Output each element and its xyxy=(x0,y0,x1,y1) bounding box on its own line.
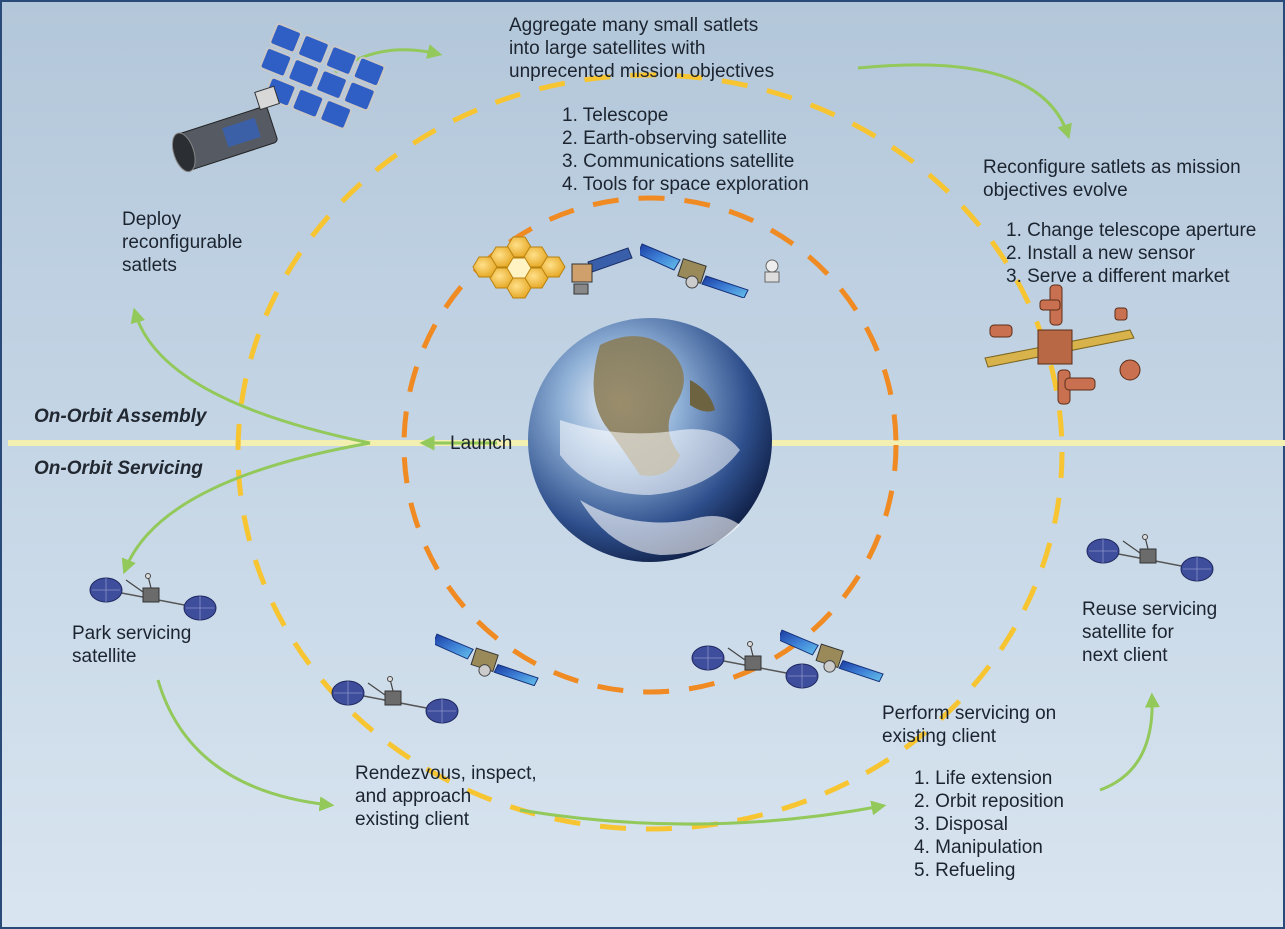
list-item: 1. Life extension xyxy=(914,768,1053,789)
reuse-step-text: Reuse servicing satellite for next clien… xyxy=(1082,599,1218,666)
list-item: 2. Orbit reposition xyxy=(914,791,1064,812)
satlet-cluster-image xyxy=(171,22,386,173)
arrow-aggregate-to-reconfigure xyxy=(857,63,1072,140)
list-item: 2. Earth-observing satellite xyxy=(562,128,787,149)
launch-label: Launch xyxy=(450,433,513,454)
reconfigured-satellite-image xyxy=(984,284,1141,405)
space-exploration-tool-image xyxy=(764,259,780,283)
arrow-park-to-rendezvous xyxy=(156,679,335,812)
perform-list: 1. Life extension 2. Orbit reposition 3.… xyxy=(914,767,1064,882)
perform-step-text: Perform servicing on existing client xyxy=(882,703,1057,747)
park-step-text: Park servicing satellite xyxy=(72,623,192,667)
list-item: 1. Change telescope aperture xyxy=(1006,220,1257,241)
list-item: 1. Telescope xyxy=(562,105,669,126)
reconfigure-list: 1. Change telescope aperture 2. Install … xyxy=(1006,219,1256,288)
outer-orbit-path xyxy=(235,72,1065,832)
list-item: 5. Refueling xyxy=(914,860,1016,881)
deploy-step-text: Deploy reconfigurable satlets xyxy=(122,209,243,276)
arrow-to-park xyxy=(121,441,371,575)
aggregate-list: 1. Telescope 2. Earth-observing satellit… xyxy=(562,104,809,196)
arrow-to-deploy xyxy=(130,307,371,445)
list-item: 4. Tools for space exploration xyxy=(562,174,809,195)
section-label-servicing: On-Orbit Servicing xyxy=(34,458,203,479)
aggregate-step-text: Aggregate many small satlets into large … xyxy=(509,15,775,82)
inner-orbit-path xyxy=(401,195,899,695)
reconfigure-step-text: Reconfigure satlets as mission objective… xyxy=(983,157,1241,201)
list-item: 2. Install a new sensor xyxy=(1006,243,1196,264)
rendezvous-step-text: Rendezvous, inspect, and approach existi… xyxy=(355,763,537,830)
arrow-rendezvous-to-perform xyxy=(519,800,887,826)
telescope-image xyxy=(472,236,566,299)
section-label-assembly: On-Orbit Assembly xyxy=(34,406,207,427)
list-item: 3. Communications satellite xyxy=(562,151,795,172)
list-item: 3. Disposal xyxy=(914,814,1008,835)
earth-image xyxy=(528,318,772,562)
arrow-perform-to-reuse xyxy=(1099,692,1160,792)
list-item: 3. Serve a different market xyxy=(1006,266,1230,287)
list-item: 4. Manipulation xyxy=(914,837,1043,858)
earth-observing-satellite-image xyxy=(571,247,633,295)
